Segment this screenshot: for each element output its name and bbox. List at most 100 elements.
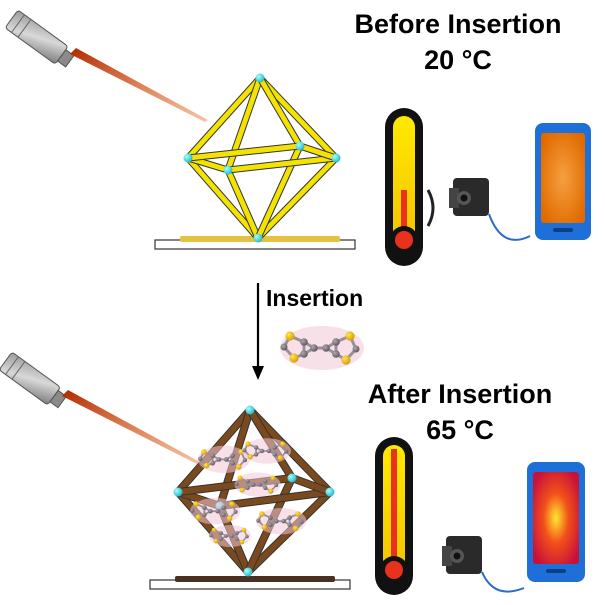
sulfur-atom	[193, 501, 199, 507]
carbon-atom	[245, 485, 250, 490]
sulfur-atom	[211, 527, 217, 533]
guest-molecules-inside	[190, 438, 307, 547]
carbon-atom	[221, 505, 226, 510]
carbon-atom	[310, 344, 318, 352]
carbon-atom	[274, 483, 279, 488]
carbon-atom	[259, 448, 265, 454]
after-insertion-title: After Insertion	[367, 379, 553, 409]
sulfur-atom	[245, 441, 251, 447]
carbon-atom	[221, 512, 226, 518]
carbon-atom	[263, 485, 268, 490]
carbon-atom	[272, 445, 277, 450]
carbon-atom	[234, 482, 239, 486]
framework-edge	[225, 155, 339, 173]
sulfur-atom	[292, 525, 299, 532]
carbon-atom	[198, 456, 203, 461]
carbon-atom	[215, 508, 220, 514]
laser-pointer-icon	[0, 352, 200, 464]
sulfur-atom	[241, 527, 247, 533]
carbon-atom	[272, 452, 277, 457]
metal-node	[243, 567, 253, 577]
carbon-atom	[268, 515, 273, 520]
sulfur-atom	[270, 475, 276, 481]
carbon-atom	[208, 508, 213, 514]
framework-edge	[255, 155, 339, 241]
metal-node	[253, 233, 263, 243]
sulfur-atom	[229, 501, 235, 507]
sulfur-atom	[261, 524, 268, 530]
sulfur-atom	[341, 355, 351, 365]
carbon-atom	[322, 344, 330, 352]
carbon-atom	[257, 482, 262, 487]
laser-beam	[62, 390, 200, 464]
carbon-atom	[242, 448, 247, 453]
thermometer-icon	[385, 108, 435, 266]
carbon-atom	[253, 452, 259, 457]
carbon-atom	[202, 505, 207, 510]
carbon-atom	[287, 515, 292, 520]
carbon-atom	[202, 512, 207, 518]
framework-edge	[289, 475, 333, 495]
metal-node	[295, 141, 305, 151]
insertion-label: Insertion	[266, 285, 364, 311]
guest-molecule-icon	[280, 326, 364, 370]
sulfur-atom	[239, 539, 245, 545]
sulfur-atom	[280, 441, 286, 447]
carbon-atom	[251, 482, 256, 487]
carbon-atom	[216, 457, 222, 462]
metal-node	[287, 473, 297, 483]
sulfur-atom	[277, 455, 284, 461]
carbon-atom	[332, 350, 340, 358]
after-temperature: 65 °C	[426, 415, 494, 445]
carbon-atom	[274, 518, 279, 524]
before-insertion-title: Before Insertion	[354, 9, 562, 39]
metal-node	[255, 73, 265, 83]
sulfur-atom	[345, 331, 355, 341]
carbon-atom	[253, 445, 259, 450]
carbon-atom	[242, 457, 248, 463]
carbon-atom	[352, 345, 360, 353]
thermometer-icon	[375, 437, 413, 595]
metal-node	[245, 405, 255, 415]
carbon-atom	[230, 460, 235, 466]
sulfur-atom	[203, 462, 210, 469]
carbon-atom	[190, 508, 195, 513]
framework-edge	[217, 489, 333, 509]
carbon-atom	[235, 537, 239, 541]
carbon-atom	[300, 338, 308, 346]
framework-edge	[257, 75, 339, 161]
framework-edge	[225, 167, 261, 241]
octahedral-framework-icon	[183, 73, 341, 243]
sulfur-atom	[239, 487, 245, 493]
carbon-atom	[233, 509, 238, 514]
sulfur-atom	[259, 511, 265, 517]
carbon-atom	[300, 350, 308, 358]
framework-edge	[185, 155, 261, 241]
smartphone-icon	[535, 123, 591, 240]
carbon-atom	[230, 453, 235, 459]
metal-node	[223, 165, 233, 175]
sulfur-atom	[195, 514, 202, 520]
carbon-atom	[263, 479, 268, 484]
sulfur-atom	[201, 449, 207, 455]
thermal-camera-icon	[442, 536, 525, 593]
framework-edge	[185, 75, 263, 161]
carbon-atom	[281, 518, 286, 524]
thermal-camera-icon	[449, 178, 531, 241]
carbon-atom	[268, 522, 273, 528]
laser-pointer-icon	[5, 10, 208, 122]
sulfur-atom	[247, 454, 253, 460]
carbon-atom	[210, 453, 216, 459]
carbon-atom	[209, 533, 213, 538]
sulfur-atom	[289, 353, 299, 363]
carbon-atom	[219, 531, 223, 535]
sulfur-atom	[235, 464, 242, 470]
metal-node	[331, 153, 341, 163]
carbon-atom	[230, 534, 234, 538]
sulfur-atom	[213, 538, 219, 544]
carbon-atom	[245, 479, 250, 484]
carbon-atom	[266, 448, 272, 454]
sulfur-atom	[295, 511, 301, 517]
carbon-atom	[332, 338, 340, 346]
